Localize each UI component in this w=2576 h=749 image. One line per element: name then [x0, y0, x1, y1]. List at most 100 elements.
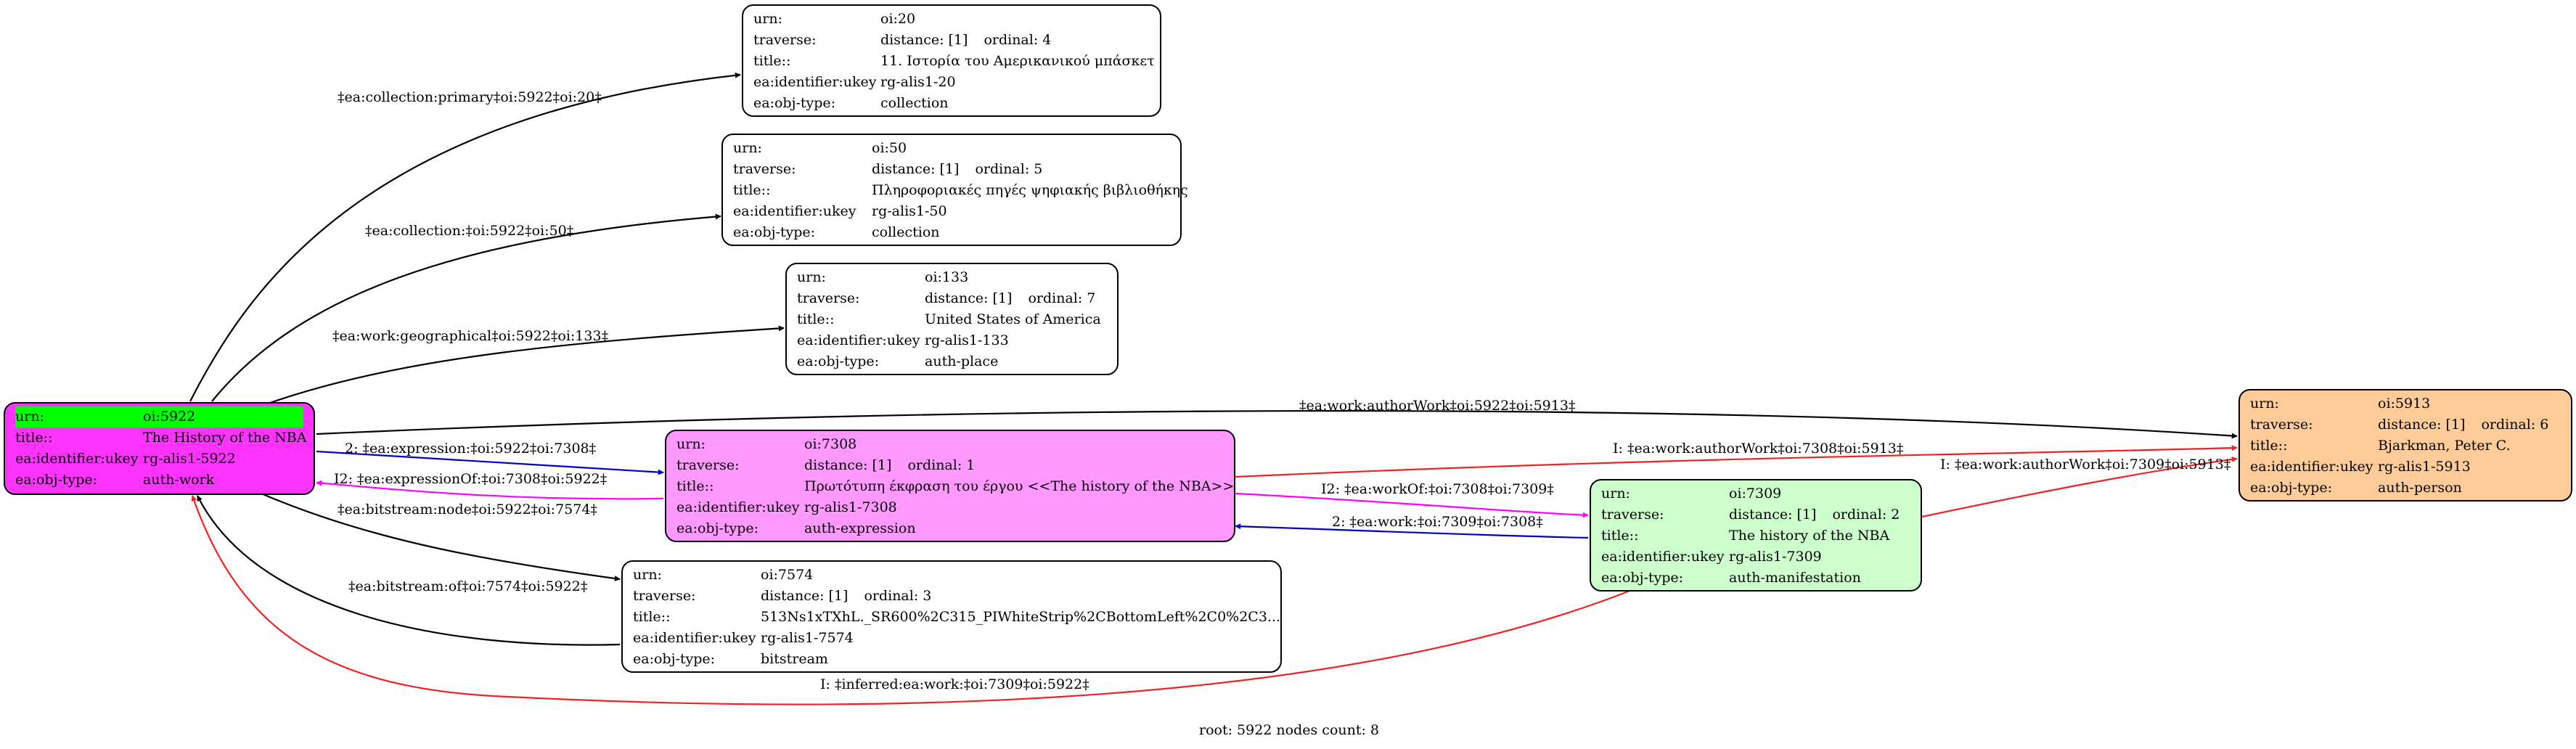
traverse-key: traverse:	[733, 161, 796, 177]
traverse-key: traverse:	[2250, 417, 2313, 433]
title-key: title::	[676, 478, 714, 494]
distance-value: distance: [1]	[872, 161, 960, 177]
ukey-key: ea:identifier:ukey	[753, 74, 877, 90]
ukey-value: rg-alis1-7574	[761, 630, 854, 646]
node-oi-7309[interactable]: urn:oi:7309 traverse:distance: [1]ordina…	[1590, 479, 1922, 592]
type-key: ea:obj-type:	[733, 224, 816, 240]
title-key: title::	[733, 182, 771, 198]
ordinal-value: ordinal: 5	[975, 161, 1043, 177]
type-key: ea:obj-type:	[797, 353, 880, 369]
distance-value: distance: [1]	[804, 457, 892, 473]
ukey-value: rg-alis1-7309	[1729, 549, 1822, 565]
edge-work-of	[1235, 492, 1589, 518]
traverse-key: traverse:	[797, 290, 860, 306]
title-key: title::	[633, 609, 671, 625]
edge-inferred-author-7309	[1921, 457, 2238, 518]
title-key: title::	[15, 430, 53, 446]
graph-footer: root: 5922 nodes count: 8	[1199, 722, 1380, 738]
title-value: 513Ns1xTXhL._SR600%2C315_PIWhiteStrip%2C…	[761, 609, 1281, 625]
distance-value: distance: [1]	[925, 290, 1013, 306]
urn-value: oi:7574	[761, 567, 814, 583]
traverse-key: traverse:	[753, 32, 817, 48]
edge-label-geographical: ‡ea:work:geographical‡oi:5922‡oi:133‡	[332, 328, 609, 344]
title-value: The History of the NBA	[143, 430, 307, 446]
edge-label-inferred-author-7308: I: ‡ea:work:authorWork‡oi:7308‡oi:5913‡	[1613, 441, 1904, 457]
ukey-key: ea:identifier:ukey	[633, 630, 756, 646]
ordinal-value: ordinal: 4	[984, 32, 1052, 48]
urn-value: oi:5922	[143, 409, 196, 425]
node-oi-20[interactable]: urn: oi:20 traverse: distance: [1] ordinal:…	[742, 4, 1161, 117]
ukey-key: ea:identifier:ukey	[1601, 549, 1725, 565]
type-value: bitstream	[761, 651, 828, 667]
type-value: auth-place	[925, 353, 999, 369]
type-key: ea:obj-type:	[753, 95, 836, 111]
urn-key: urn:	[753, 11, 782, 27]
title-value: 11. Ιστορία του Αμερικανικού μπάσκετ	[880, 53, 1155, 69]
ordinal-value: ordinal: 1	[907, 457, 976, 473]
edge-collection	[211, 213, 721, 402]
edge-label-collection-primary: ‡ea:collection:primary‡oi:5922‡oi:20‡	[338, 89, 602, 105]
urn-value: oi:7309	[1729, 486, 1782, 502]
urn-value: oi:20	[880, 11, 916, 27]
urn-value: oi:133	[925, 269, 969, 285]
type-value: auth-manifestation	[1729, 570, 1861, 586]
title-key: title::	[1601, 528, 1639, 544]
title-value: Πληροφοριακές πηγές ψηφιακής βιβλιοθήκης	[872, 182, 1188, 198]
type-key: ea:obj-type:	[2250, 480, 2333, 496]
edge-label-expression-of: I2: ‡ea:expressionOf:‡oi:7308‡oi:5922‡	[334, 471, 608, 487]
edge-label-expression: 2: ‡ea:expression:‡oi:5922‡oi:7308‡	[345, 441, 597, 457]
traverse-key: traverse:	[633, 588, 696, 604]
edge-geographical	[269, 325, 785, 404]
node-oi-5922-root[interactable]: urn: oi:5922 title::The History of the NB…	[4, 402, 315, 495]
edge-label-work-of: I2: ‡ea:workOf:‡oi:7308‡oi:7309‡	[1321, 481, 1554, 497]
traverse-key: traverse:	[1601, 507, 1664, 523]
urn-key: urn:	[1601, 486, 1630, 502]
urn-key: urn:	[797, 269, 826, 285]
distance-value: distance: [1]	[880, 32, 968, 48]
title-value: Bjarkman, Peter C.	[2378, 438, 2511, 454]
ukey-value: rg-alis1-7308	[804, 499, 897, 515]
node-oi-50[interactable]: urn: oi:50 traverse: distance: [1] ordinal:…	[721, 134, 1188, 246]
ordinal-value: ordinal: 6	[2481, 417, 2549, 433]
ukey-key: ea:identifier:ukey	[15, 451, 139, 467]
edge-expression	[316, 450, 664, 475]
node-oi-133[interactable]: urn:oi:133 traverse:distance: [1]ordinal…	[785, 263, 1119, 375]
title-value: Πρωτότυπη έκφραση του έργου <<The histor…	[804, 478, 1235, 494]
title-value: The history of the NBA	[1729, 528, 1890, 544]
edge-label-inferred-author-7309: I: ‡ea:work:authorWork‡oi:7309‡oi:5913‡	[1940, 457, 2231, 472]
edge-author-work	[316, 410, 2238, 439]
node-oi-7574[interactable]: urn:oi:7574 traverse:distance: [1]ordina…	[621, 560, 1282, 673]
ukey-key: ea:identifier:ukey	[733, 203, 856, 219]
title-key: title::	[2250, 438, 2288, 454]
type-value: collection	[880, 95, 949, 111]
edge-bitstream-node	[261, 492, 621, 581]
edge-bitstream-of	[197, 495, 621, 646]
urn-value: oi:7308	[804, 436, 857, 452]
type-key: ea:obj-type:	[633, 651, 716, 667]
urn-value: oi:5913	[2378, 396, 2431, 412]
ordinal-value: ordinal: 2	[1832, 507, 1900, 523]
distance-value: distance: [1]	[2378, 417, 2466, 433]
edge-label-collection: ‡ea:collection:‡oi:5922‡oi:50‡	[365, 223, 574, 239]
urn-key: urn:	[15, 409, 44, 425]
ukey-value: rg-alis1-5913	[2378, 459, 2471, 475]
type-value: collection	[872, 224, 940, 240]
type-key: ea:obj-type:	[1601, 570, 1684, 586]
edge-collection-primary	[189, 72, 741, 402]
urn-key: urn:	[633, 567, 662, 583]
ukey-value: rg-alis1-50	[872, 203, 947, 219]
distance-value: distance: [1]	[761, 588, 849, 604]
urn-key: urn:	[676, 436, 706, 452]
ukey-key: ea:identifier:ukey	[2250, 459, 2373, 475]
type-value: auth-work	[143, 472, 215, 488]
urn-key: urn:	[733, 140, 762, 156]
node-oi-5913[interactable]: urn:oi:5913 traverse:distance: [1]ordina…	[2238, 389, 2572, 502]
node-oi-7308[interactable]: urn:oi:7308 traverse:distance: [1]ordina…	[665, 430, 1235, 542]
title-key: title::	[753, 53, 791, 69]
ukey-key: ea:identifier:ukey	[797, 332, 920, 348]
type-key: ea:obj-type:	[15, 472, 98, 488]
edge-work	[1235, 523, 1589, 539]
type-key: ea:obj-type:	[676, 520, 759, 536]
urn-value: oi:50	[872, 140, 907, 156]
